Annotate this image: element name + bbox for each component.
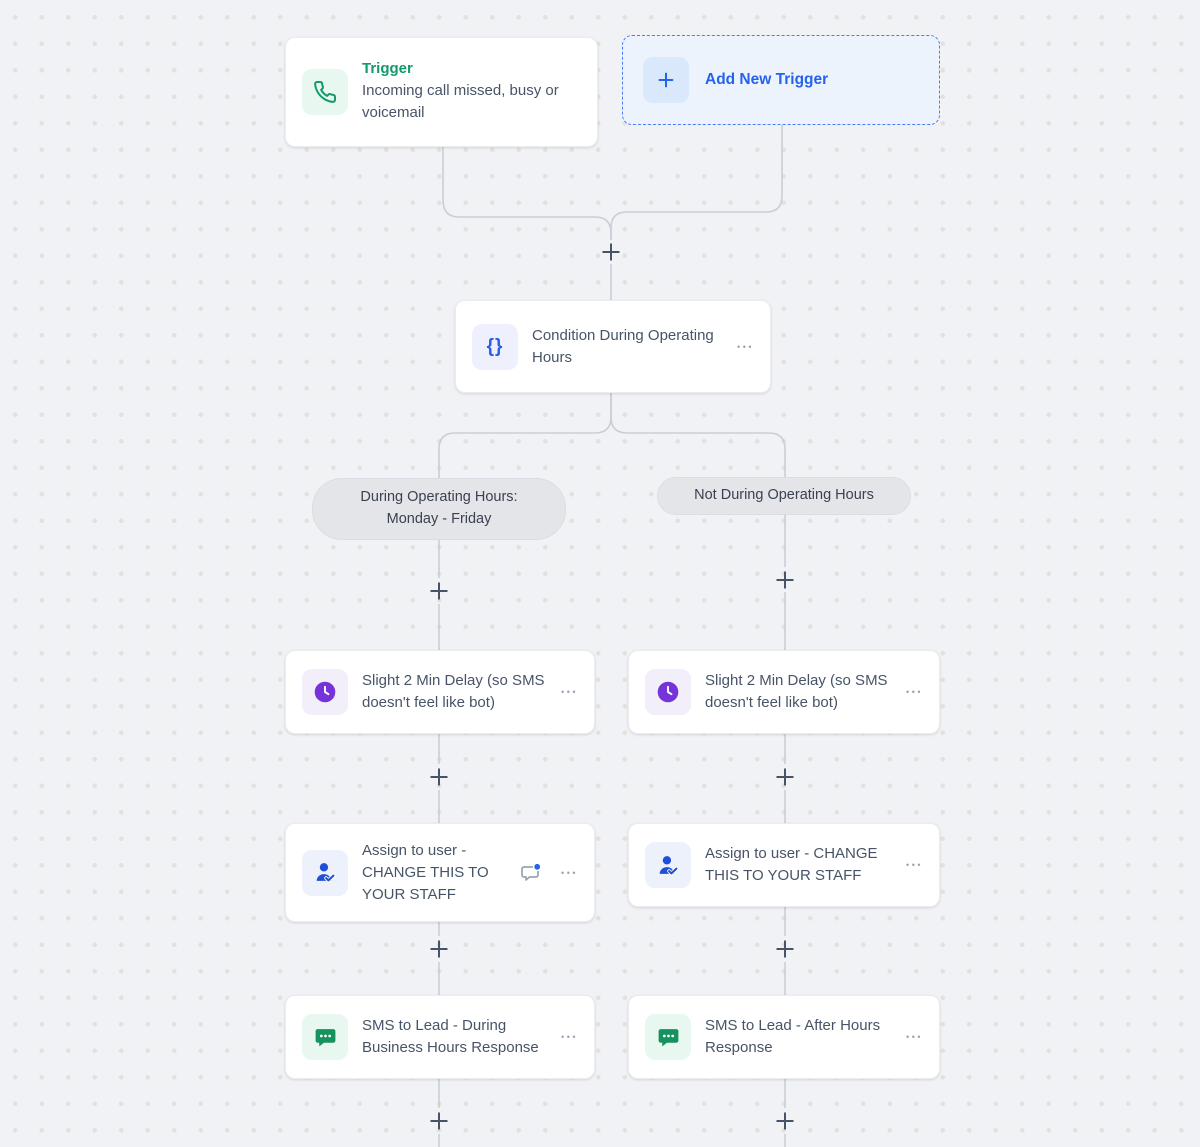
sms-node-right[interactable]: SMS to Lead - After Hours Response ••• [628, 995, 940, 1079]
node-menu-button[interactable]: ••• [561, 687, 578, 697]
add-step-button[interactable] [774, 569, 796, 591]
comment-indicator-icon[interactable] [519, 861, 543, 885]
node-title: SMS to Lead - During Business Hours Resp… [362, 1017, 539, 1056]
trigger-description: Incoming call missed, busy or voicemail [362, 82, 559, 121]
trigger-node[interactable]: Trigger Incoming call missed, busy or vo… [285, 37, 598, 147]
branch-label-not-during-hours: Not During Operating Hours [657, 477, 911, 515]
clock-icon [645, 669, 691, 715]
add-step-button[interactable] [774, 938, 796, 960]
assign-user-node-left[interactable]: Assign to user - CHANGE THIS TO YOUR STA… [285, 823, 595, 923]
assign-user-node-right[interactable]: Assign to user - CHANGE THIS TO YOUR STA… [628, 823, 940, 907]
delay-node-right[interactable]: Slight 2 Min Delay (so SMS doesn't feel … [628, 650, 940, 734]
assign-user-icon [645, 842, 691, 888]
plus-icon [643, 57, 689, 103]
add-step-button[interactable] [774, 766, 796, 788]
node-menu-button[interactable]: ••• [906, 687, 923, 697]
node-menu-button[interactable]: ••• [737, 341, 754, 352]
trigger-title: Trigger [362, 60, 413, 78]
add-step-button[interactable] [428, 1110, 450, 1132]
branch-label-during-hours: During Operating Hours: Monday - Friday [312, 478, 566, 540]
node-title: SMS to Lead - After Hours Response [705, 1017, 881, 1056]
braces-icon: {} [472, 323, 518, 370]
condition-title: Condition During Operating Hours [532, 326, 714, 366]
add-step-button[interactable] [774, 1110, 796, 1132]
sms-node-left[interactable]: SMS to Lead - During Business Hours Resp… [285, 995, 595, 1079]
assign-user-icon [302, 849, 348, 896]
node-title: Slight 2 Min Delay (so SMS doesn't feel … [705, 672, 888, 711]
node-title: Assign to user - CHANGE THIS TO YOUR STA… [362, 842, 489, 903]
condition-node[interactable]: {} Condition During Operating Hours ••• [455, 300, 771, 393]
sms-icon [302, 1014, 348, 1060]
clock-icon [302, 669, 348, 715]
add-step-button[interactable] [428, 938, 450, 960]
node-menu-button[interactable]: ••• [906, 860, 923, 870]
add-trigger-label: Add New Trigger [705, 71, 829, 88]
add-step-button[interactable] [428, 580, 450, 602]
add-step-button[interactable] [600, 241, 622, 263]
add-new-trigger-button[interactable]: Add New Trigger [622, 35, 940, 125]
add-step-button[interactable] [428, 766, 450, 788]
sms-icon [645, 1014, 691, 1060]
node-menu-button[interactable]: ••• [561, 1032, 578, 1042]
node-menu-button[interactable]: ••• [906, 1032, 923, 1042]
node-menu-button[interactable]: ••• [561, 867, 578, 878]
node-title: Assign to user - CHANGE THIS TO YOUR STA… [705, 845, 878, 884]
delay-node-left[interactable]: Slight 2 Min Delay (so SMS doesn't feel … [285, 650, 595, 734]
node-title: Slight 2 Min Delay (so SMS doesn't feel … [362, 672, 545, 711]
phone-icon [302, 69, 348, 115]
